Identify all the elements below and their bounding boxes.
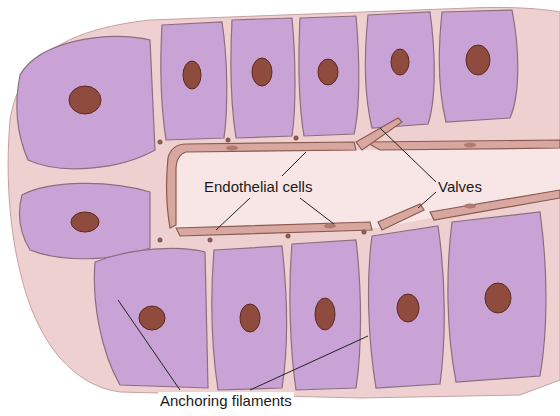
part-label: Anchoring filaments <box>158 392 294 410</box>
part-label: Endothelial cells <box>202 178 314 196</box>
part-label: Valves <box>436 178 484 196</box>
